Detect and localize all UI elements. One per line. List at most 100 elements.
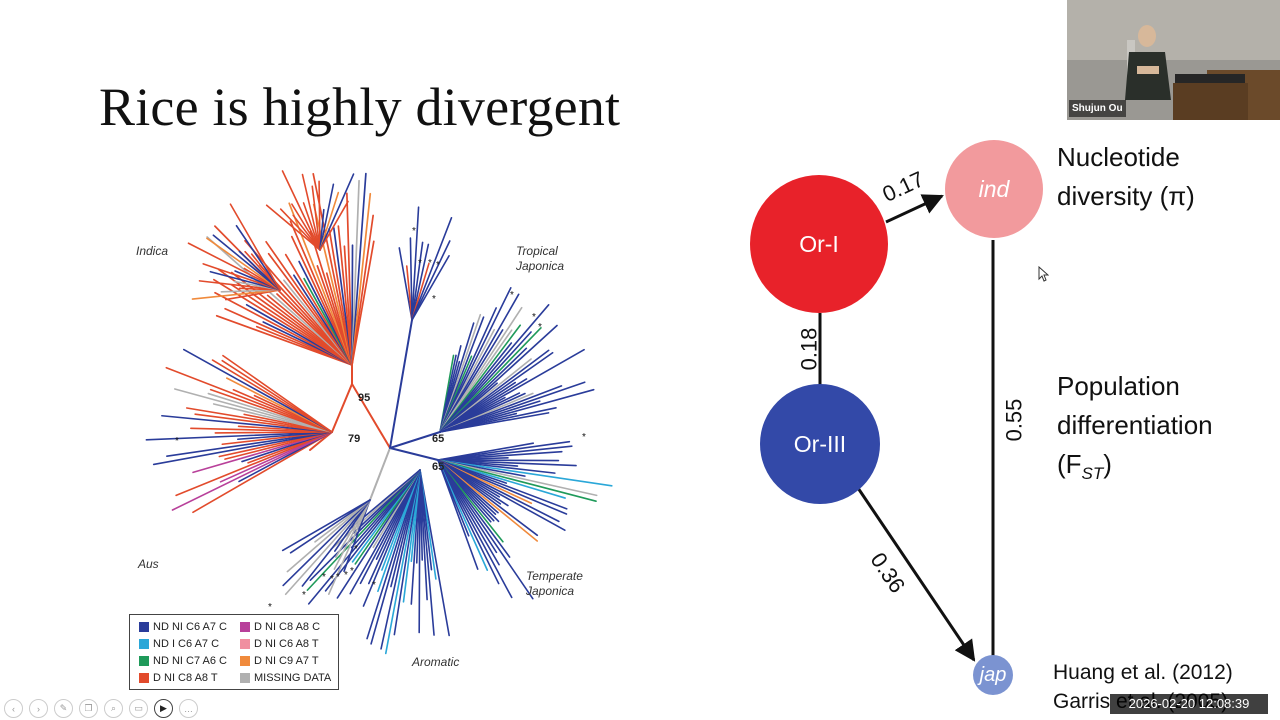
tree-branch	[190, 427, 333, 433]
tree-branch	[393, 469, 421, 636]
camera-icon[interactable]: ▶	[154, 699, 173, 718]
tree-branch	[301, 499, 371, 587]
label-temperate-japonica: Temperate Japonica	[526, 569, 583, 598]
tree-branch	[289, 499, 371, 554]
mouse-cursor-icon	[1038, 266, 1049, 282]
tree-branch	[331, 383, 353, 433]
speaker-video[interactable]	[1067, 0, 1280, 120]
tree-branch	[183, 348, 333, 433]
tree-branch	[411, 241, 424, 321]
zoom-icon[interactable]: ⌕	[104, 699, 123, 718]
tree-star-marker: *	[175, 436, 179, 447]
support-value: 79	[348, 433, 361, 445]
fst-line: (FST)	[1057, 445, 1213, 493]
tree-branch	[351, 214, 374, 366]
tree-legend: ND NI C6 A7 C ND I C6 A7 C ND NI C7 A6 C…	[129, 614, 339, 690]
tree-branch	[302, 202, 321, 251]
tree-branch	[437, 459, 597, 503]
slides-icon[interactable]: ▭	[129, 699, 148, 718]
tree-branch	[206, 236, 353, 366]
tree-branch	[437, 445, 573, 461]
tree-branch	[419, 469, 435, 636]
tree-branch	[369, 447, 391, 501]
tree-star-marker: *	[302, 590, 306, 601]
nucleotide-line: Nucleotide	[1057, 142, 1180, 172]
tree-branch	[437, 459, 598, 497]
tree-branch	[343, 499, 371, 573]
tree-branch	[281, 499, 371, 552]
tree-branch	[319, 200, 349, 251]
tree-star-marker: *	[322, 572, 326, 583]
tree-branch	[437, 459, 568, 510]
tree-branch	[291, 203, 321, 251]
tree-branch	[411, 254, 450, 321]
tree-branch	[235, 224, 281, 291]
popdiff-line: Population	[1057, 371, 1180, 401]
legend-swatch	[240, 622, 250, 632]
legend-item: ND NI C7 A6 C	[139, 655, 227, 667]
tree-branch	[288, 202, 353, 366]
tree-branch	[437, 459, 566, 532]
tree-branch	[306, 469, 421, 591]
tree-branch	[398, 247, 413, 321]
tree-branch	[198, 280, 281, 291]
tree-branch	[409, 237, 413, 321]
diagram-edges	[818, 194, 995, 662]
legend-label: ND NI C7 A6 C	[153, 655, 227, 667]
tree-star-marker: *	[354, 544, 358, 555]
nucleotide-diversity-text: Nucleotide diversity (π)	[1057, 138, 1195, 216]
next-icon[interactable]: ›	[29, 699, 48, 718]
pen-icon[interactable]: ✎	[54, 699, 73, 718]
tree-branch	[439, 304, 550, 433]
tree-branch	[161, 414, 333, 433]
tree-branch	[171, 431, 333, 511]
tree-branch	[214, 225, 353, 366]
tree-branch	[307, 469, 421, 605]
tree-branch	[187, 242, 281, 291]
tree-branch	[411, 243, 430, 321]
legend-label: D NI C6 A8 T	[254, 638, 319, 650]
tree-branch	[319, 183, 335, 251]
copy-icon[interactable]: ❐	[79, 699, 98, 718]
tree-branch	[265, 204, 321, 251]
legend-swatch	[139, 622, 149, 632]
legend-label: ND NI C6 A7 C	[153, 621, 227, 633]
tree-star-marker: *	[432, 294, 436, 305]
tree-branch	[437, 459, 534, 600]
tree-branch	[301, 173, 321, 251]
tree-branch	[437, 459, 577, 467]
legend-item: D NI C8 A8 T	[139, 672, 218, 684]
nucleotide-line: diversity (π)	[1057, 181, 1195, 211]
node-ind: ind	[945, 140, 1043, 238]
support-value: 65	[432, 461, 445, 473]
tree-star-marker: *	[350, 566, 354, 577]
node-or-i: Or-I	[750, 175, 888, 313]
tree-star-marker: *	[510, 290, 514, 301]
tree-star-marker: *	[428, 258, 432, 269]
label-aus: Aus	[138, 557, 159, 571]
phylogenetic-tree-figure: ******************* Indica Tropical Japo…	[120, 170, 620, 690]
tree-branch	[351, 240, 375, 366]
tree-branch	[279, 208, 321, 251]
tree-branch	[229, 203, 281, 291]
label-indica: Indica	[136, 244, 169, 258]
legend-label: D NI C9 A7 T	[254, 655, 319, 667]
tree-branches: *******************	[145, 170, 613, 655]
tree-branch	[166, 431, 333, 457]
legend-item: ND NI C6 A7 C	[139, 621, 227, 633]
tree-branch	[206, 237, 281, 291]
node-jap: jap	[973, 655, 1013, 695]
legend-swatch	[240, 656, 250, 666]
reference-huang: Huang et al. (2012)	[1053, 661, 1233, 684]
tree-branch	[145, 431, 333, 441]
more-icon[interactable]: …	[179, 699, 198, 718]
tree-star-marker: *	[330, 574, 334, 585]
legend-item: D NI C9 A7 T	[240, 655, 319, 667]
tree-branch	[437, 459, 613, 487]
tree-branch	[175, 431, 333, 497]
tree-branch	[411, 240, 451, 321]
prev-icon[interactable]: ‹	[4, 699, 23, 718]
legend-swatch	[139, 656, 149, 666]
tree-branch	[192, 431, 333, 514]
